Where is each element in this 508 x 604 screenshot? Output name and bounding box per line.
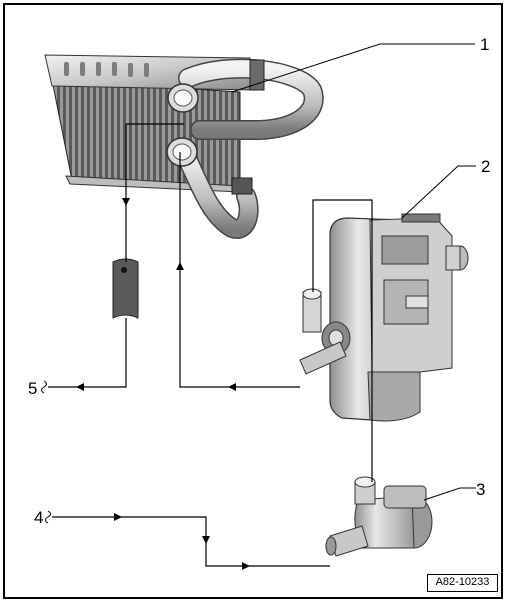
callout-2: 2 (481, 157, 490, 176)
flow-arrows (76, 198, 250, 570)
auxiliary-heater (299, 213, 469, 422)
callout-4: 4 (34, 508, 43, 527)
heat-exchanger-pipes (166, 58, 324, 239)
callout-5: 5 (28, 379, 37, 398)
coolant-pump (325, 476, 433, 557)
non-return-valve (112, 258, 139, 319)
callout-1: 1 (480, 35, 489, 54)
break-marks (41, 380, 51, 524)
reference-code: A82-10233 (427, 574, 498, 592)
callout-3: 3 (476, 480, 485, 499)
leader-lines (231, 43, 476, 501)
